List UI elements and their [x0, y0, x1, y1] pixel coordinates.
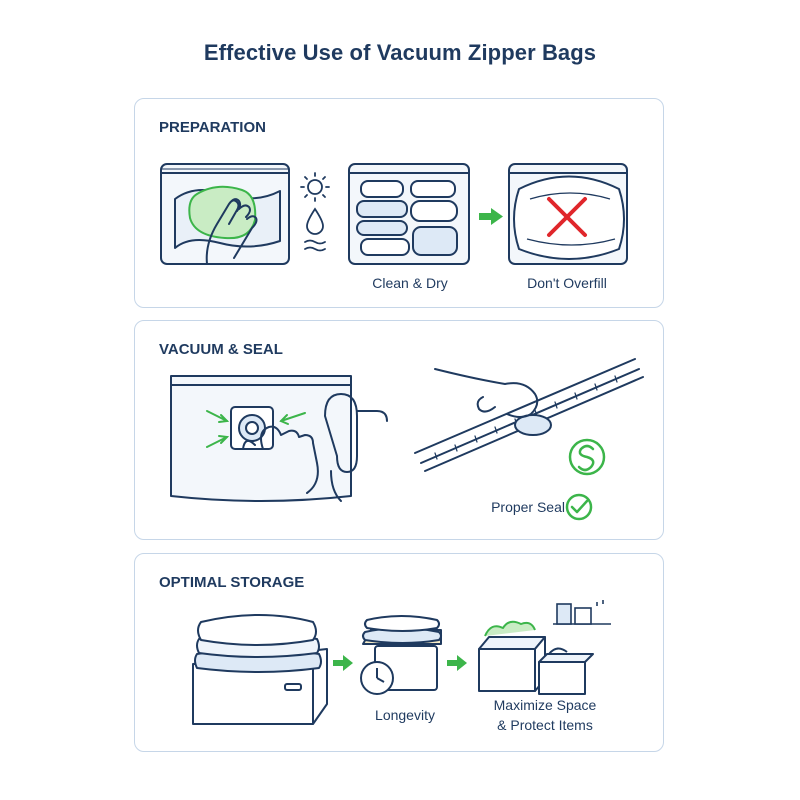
arrow-right-icon	[333, 655, 353, 671]
hand-wipe-icon	[160, 163, 290, 265]
page-title: Effective Use of Vacuum Zipper Bags	[203, 40, 597, 65]
vacuum-seal-heading: VACUUM & SEAL	[159, 341, 283, 358]
longevity-label: Longevity	[375, 707, 435, 723]
hose-icon	[323, 392, 388, 502]
red-x-icon	[547, 197, 587, 237]
zipper-seal-icon	[414, 358, 644, 472]
protect-items-label: & Protect Items	[497, 717, 593, 733]
vacuum-valve-icon	[170, 375, 352, 502]
stacked-pillows-box-icon	[192, 614, 328, 725]
optimal-storage-heading: OPTIMAL STORAGE	[159, 574, 305, 591]
shelf-icon	[553, 600, 611, 625]
vacuum-seal-panel: VACUUM & SEAL	[134, 320, 664, 540]
dont-overfill-label: Don't Overfill	[527, 275, 607, 291]
preparation-heading: PREPARATION	[159, 119, 266, 136]
arrow-right-icon	[479, 208, 503, 225]
check-circle-icon	[565, 493, 593, 521]
maximize-space-label: Maximize Space	[493, 697, 597, 713]
packed-bag-icon	[348, 163, 470, 265]
clean-dry-label: Clean & Dry	[372, 275, 448, 291]
proper-seal-label: Proper Seal	[491, 499, 565, 515]
vacuum-seal-illustration	[170, 358, 644, 521]
arrow-right-icon	[447, 655, 467, 671]
optimal-storage-illustration	[192, 600, 611, 725]
water-drop-icon	[304, 207, 326, 252]
clock-icon	[360, 615, 442, 695]
preparation-panel: PREPARATION	[134, 98, 664, 308]
preparation-illustration	[160, 163, 628, 265]
storage-bin-icon	[478, 620, 594, 695]
sun-icon	[300, 172, 330, 202]
optimal-storage-panel: OPTIMAL STORAGE	[134, 553, 664, 752]
seal-badge-icon	[568, 438, 606, 476]
